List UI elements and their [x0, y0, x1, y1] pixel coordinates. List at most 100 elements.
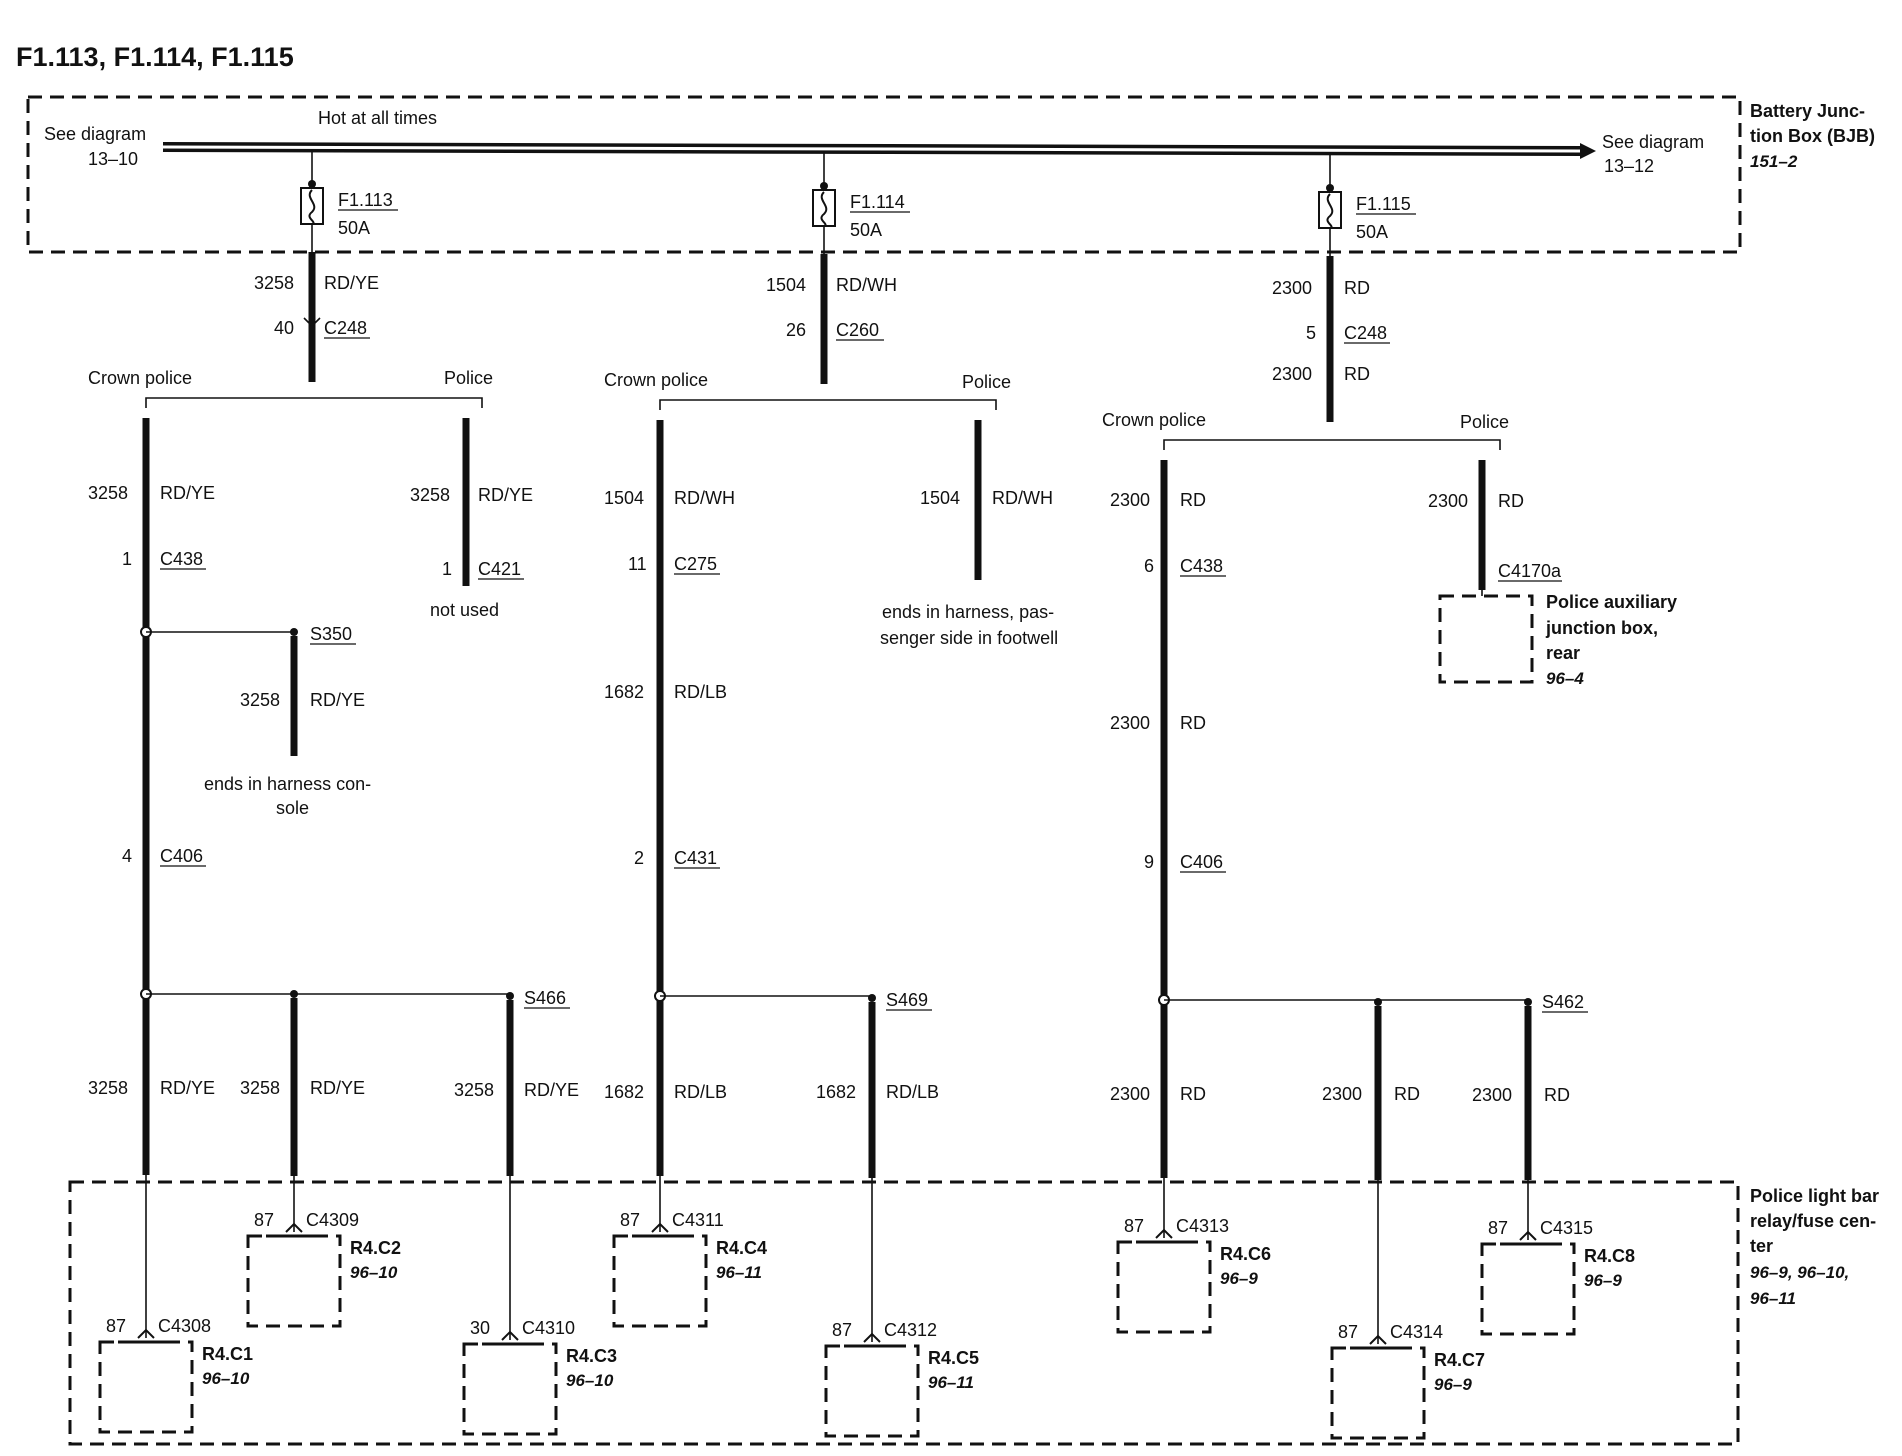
connector-c260: C260 — [836, 320, 879, 340]
w2300-label-b: 2300 — [1272, 364, 1312, 384]
fuse-f1-114-rating: 50A — [850, 220, 882, 240]
w1504-color-b: RD/WH — [992, 488, 1053, 508]
hot-label: Hot at all times — [318, 108, 437, 128]
splice-s462: S462 — [1542, 992, 1584, 1012]
diagram-title: F1.113, F1.114, F1.115 — [16, 42, 294, 72]
hot-bus-bar — [162, 142, 1596, 159]
w3258-label-f: 3258 — [454, 1080, 494, 1100]
police-label-1: Police — [444, 368, 493, 388]
w2300-color-e: RD — [1498, 491, 1524, 511]
aux-box-label-1: Police auxiliary — [1546, 592, 1677, 612]
w2300-color-b: RD — [1344, 364, 1370, 384]
relay-name: R4.C4 — [716, 1238, 767, 1258]
w3258-label-a: 3258 — [88, 483, 128, 503]
relay-pin: 87 — [254, 1210, 274, 1230]
fuse-f1-115 — [1318, 152, 1342, 256]
wire-1504-num: 1504 — [766, 275, 806, 295]
w1682-label-c: 1682 — [816, 1082, 856, 1102]
w2300-label-g: 2300 — [1322, 1084, 1362, 1104]
relay-center-refs-1: 96–9, 96–10, — [1750, 1263, 1849, 1282]
c438-pin-1: 1 — [122, 549, 132, 569]
connector-c275: C275 — [674, 554, 717, 574]
splice-s466: S466 — [524, 988, 566, 1008]
relay-ref: 96–10 — [350, 1263, 398, 1282]
relay-name: R4.C5 — [928, 1348, 979, 1368]
c275-pin-11: 11 — [628, 554, 647, 574]
w2300-label-h: 2300 — [1472, 1085, 1512, 1105]
aux-junction-box — [1438, 594, 1534, 684]
w3258-color-f: RD/YE — [524, 1080, 579, 1100]
w2300-color-c: RD — [1180, 490, 1206, 510]
relay-box — [612, 1234, 708, 1328]
c260-pin-26: 26 — [786, 320, 806, 340]
fuse-f1-115-rating: 50A — [1356, 222, 1388, 242]
bjb-ref: 151–2 — [1750, 152, 1798, 171]
relay-center-label-2: relay/fuse cen- — [1750, 1211, 1876, 1231]
c431-pin-2: 2 — [634, 848, 644, 868]
wire-1504-color: RD/WH — [836, 275, 897, 295]
w2300-label-c: 2300 — [1110, 490, 1150, 510]
relay-ref: 96–9 — [1584, 1271, 1622, 1290]
crown-police-split — [145, 397, 483, 408]
relay-connector: C4314 — [1390, 1322, 1443, 1342]
ends-console-2: sole — [276, 798, 309, 818]
bjb-label-2: tion Box (BJB) — [1750, 126, 1875, 146]
relay-center-refs-2: 96–11 — [1750, 1289, 1796, 1308]
relay-name: R4.C8 — [1584, 1246, 1635, 1266]
w1504-color-a: RD/WH — [674, 488, 735, 508]
see-diagram-left-ref: 13–10 — [88, 149, 138, 169]
c248-pin-5: 5 — [1306, 323, 1316, 343]
fuse-f1-114 — [812, 151, 836, 254]
connector-c406-a: C406 — [160, 846, 203, 866]
relay-box — [462, 1342, 558, 1436]
relay-box — [98, 1340, 194, 1434]
relay-box — [246, 1234, 342, 1328]
relay-pin: 87 — [620, 1210, 640, 1230]
crown-police-label-3: Crown police — [1102, 410, 1206, 430]
see-diagram-right: See diagram — [1602, 132, 1704, 152]
w2300-label-a: 2300 — [1272, 278, 1312, 298]
w3258-label-b: 3258 — [240, 690, 280, 710]
w1504-label-a: 1504 — [604, 488, 644, 508]
police-label-3: Police — [1460, 412, 1509, 432]
w1682-color-b: RD/LB — [674, 1082, 727, 1102]
relay-box — [1330, 1346, 1426, 1440]
c421-pin-1: 1 — [442, 559, 452, 579]
relay-connector: C4309 — [306, 1210, 359, 1230]
c406-pin-9: 9 — [1144, 852, 1154, 872]
connector-c248-a: C248 — [324, 318, 367, 338]
not-used-label: not used — [430, 600, 499, 620]
relay-connector: C4311 — [672, 1210, 724, 1230]
see-diagram-left: See diagram — [44, 124, 146, 144]
fuse-f1-113 — [300, 150, 324, 252]
connector-c438-b: C438 — [1180, 556, 1223, 576]
w2300-label-e: 2300 — [1428, 491, 1468, 511]
w2300-color-d: RD — [1180, 713, 1206, 733]
connector-c4170a: C4170a — [1498, 561, 1562, 581]
w2300-label-d: 2300 — [1110, 713, 1150, 733]
w2300-color-f: RD — [1180, 1084, 1206, 1104]
aux-box-label-3: rear — [1546, 643, 1580, 663]
w3258-color-d: RD/YE — [160, 1078, 215, 1098]
relay-connector: C4315 — [1540, 1218, 1593, 1238]
relay-center-label-3: ter — [1750, 1236, 1773, 1256]
relay-name: R4.C2 — [350, 1238, 401, 1258]
c438-pin-6: 6 — [1144, 556, 1154, 576]
relay-pin: 87 — [1338, 1322, 1358, 1342]
relay-connector: C4312 — [884, 1320, 937, 1340]
connector-c438-a: C438 — [160, 549, 203, 569]
relay-pin: 30 — [470, 1318, 490, 1338]
relay-ref: 96–10 — [566, 1371, 614, 1390]
connector-c406-b: C406 — [1180, 852, 1223, 872]
w3258-label-e: 3258 — [240, 1078, 280, 1098]
w1504-label-b: 1504 — [920, 488, 960, 508]
